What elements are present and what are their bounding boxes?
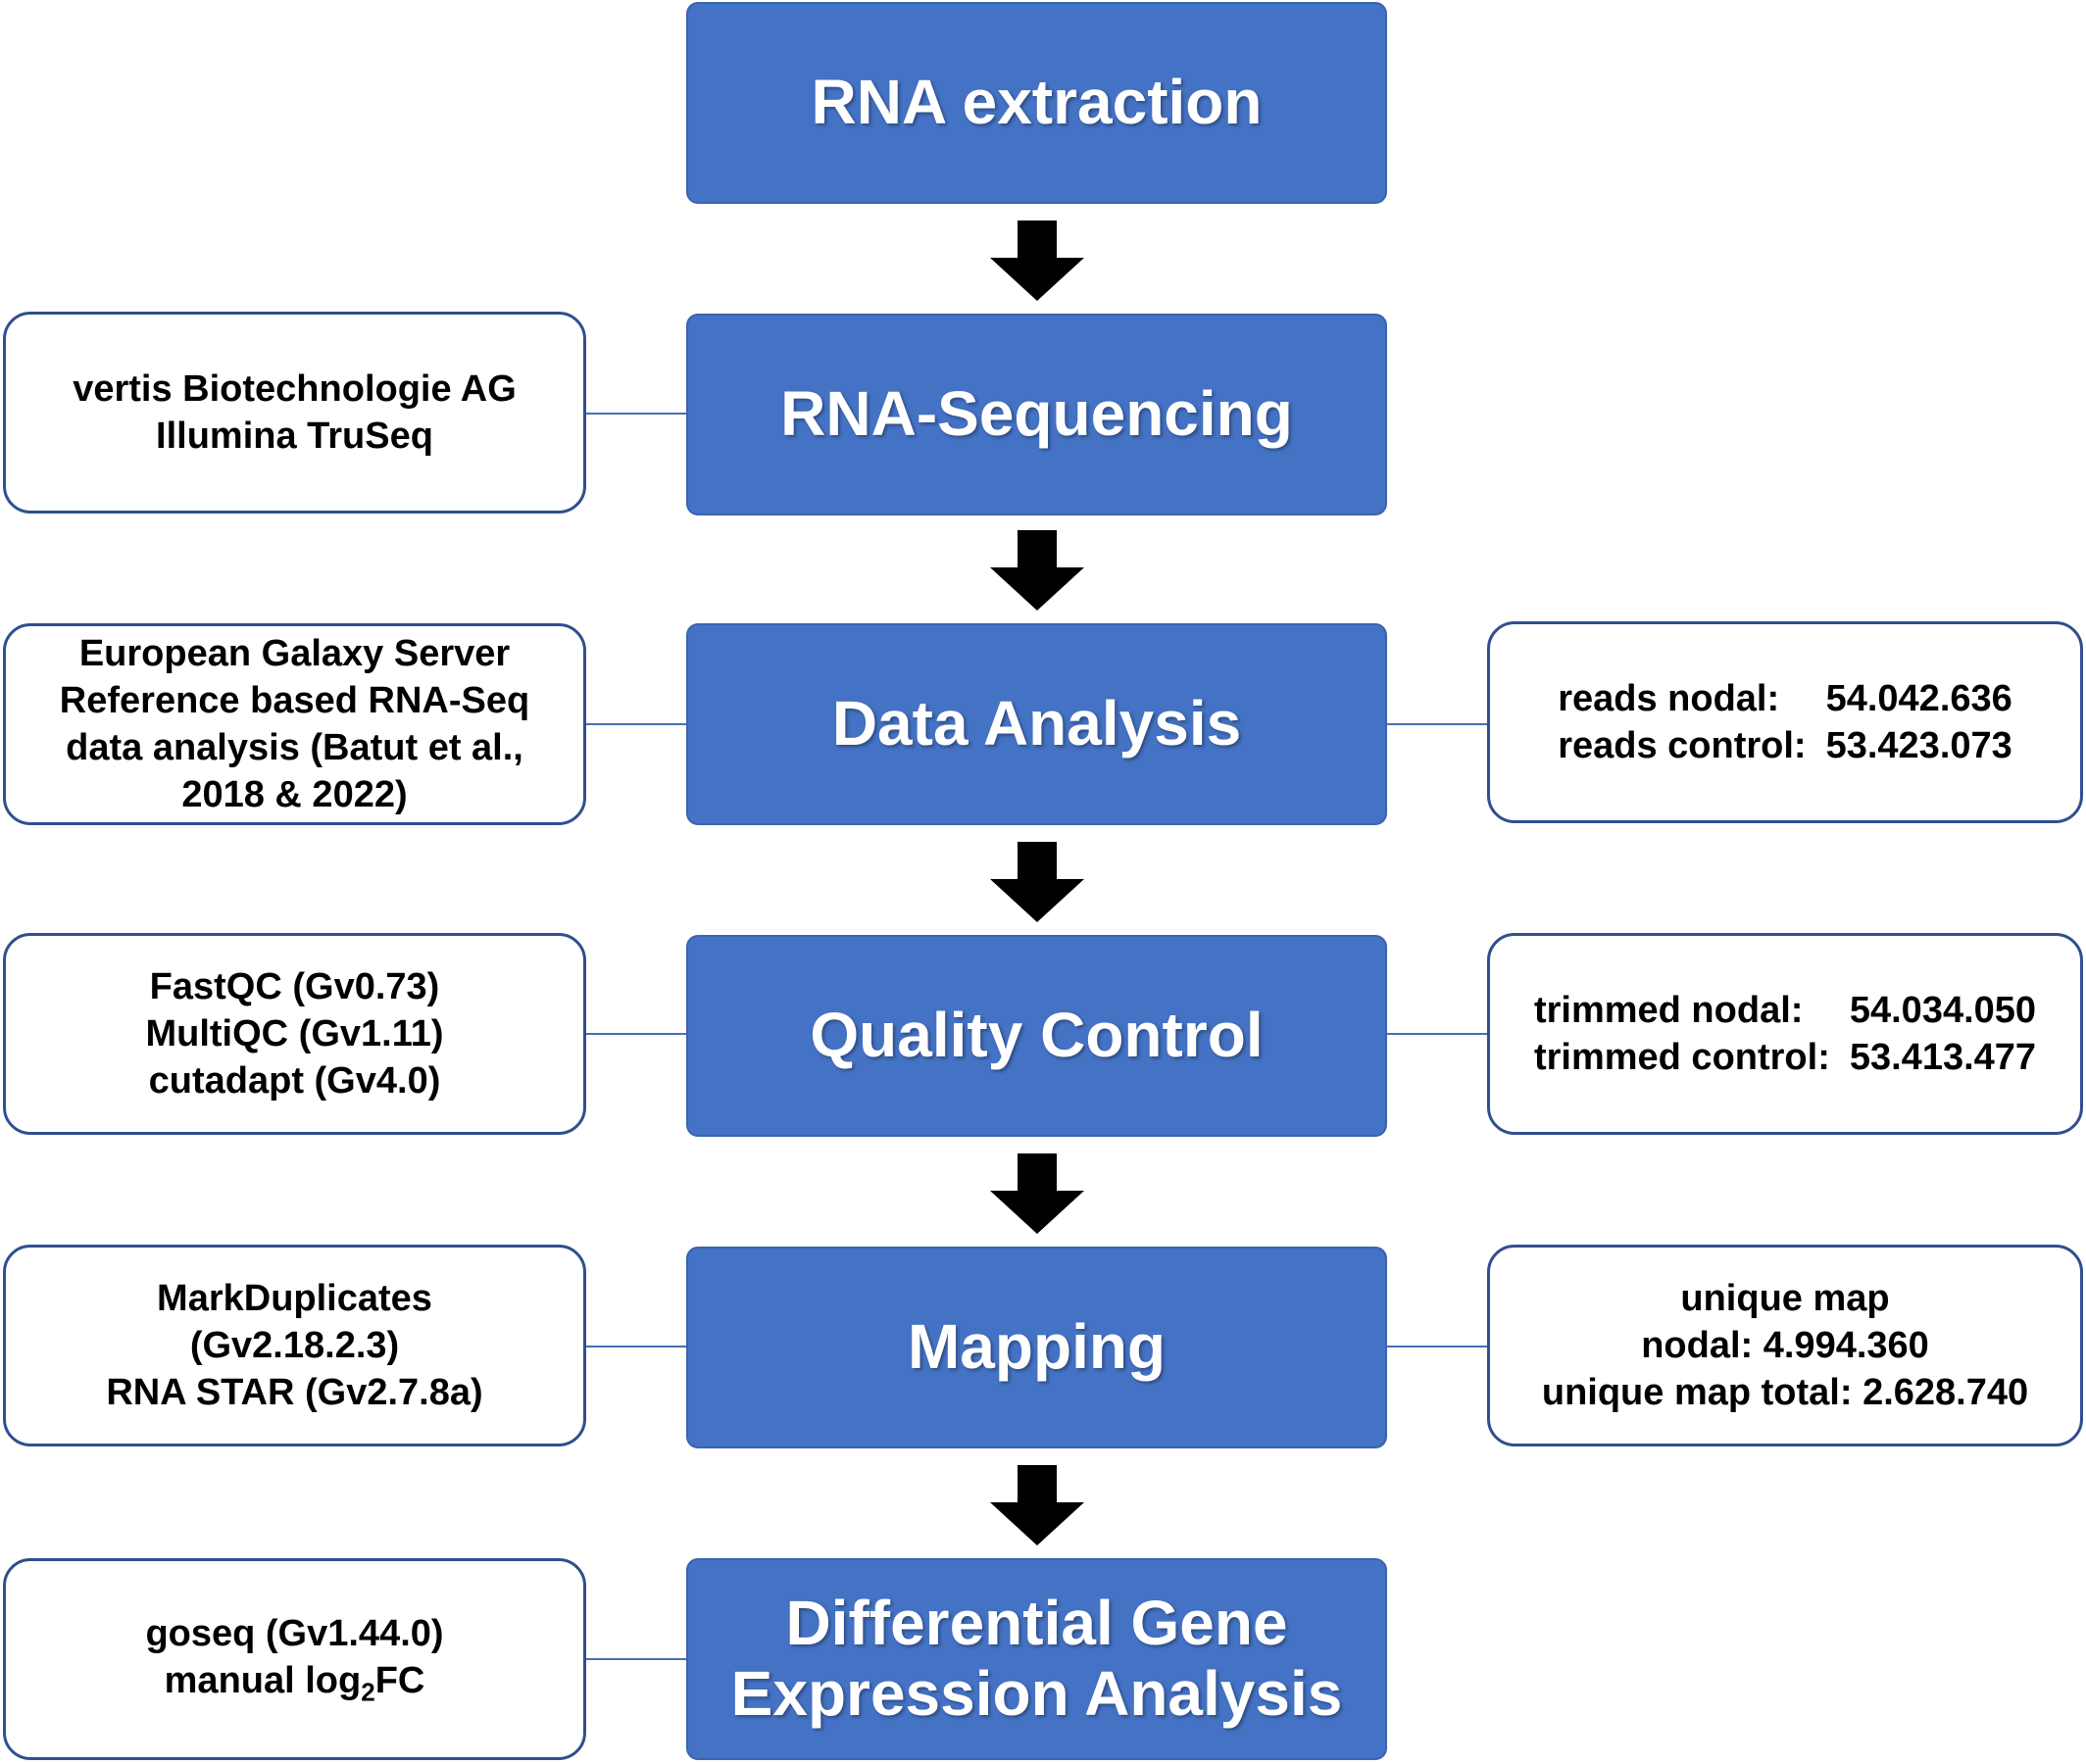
- note-mapping-counts: unique map nodal: 4.994.360 unique map t…: [1487, 1245, 2083, 1446]
- note-trimmed-counts: trimmed nodal: 54.034.050 trimmed contro…: [1487, 933, 2083, 1135]
- read-count-row: reads control: 53.423.073: [1558, 722, 2012, 769]
- note-line: RNA STAR (Gv2.7.8a): [106, 1372, 483, 1414]
- read-count-value: 54.042.636: [1825, 677, 2012, 719]
- read-count-row: reads nodal: 54.042.636: [1558, 675, 2012, 722]
- connector-line: [586, 1346, 686, 1348]
- note-line: FastQC (Gv0.73): [149, 965, 440, 1007]
- connector-line: [1387, 723, 1487, 725]
- note-line: data analysis (Batut et al.,: [66, 727, 523, 768]
- note-line: European Galaxy Server: [78, 632, 511, 674]
- arrow-down-icon: [990, 220, 1084, 301]
- note-line-log2fc: manual log2FC: [165, 1657, 425, 1709]
- note-sequencing-provider: vertis Biotechnologie AG Illumina TruSeq: [3, 312, 586, 514]
- note-line: goseq (Gv1.44.0): [145, 1612, 444, 1654]
- note-line: (Gv2.18.2.3): [189, 1324, 400, 1366]
- note-line: MarkDuplicates: [157, 1277, 432, 1319]
- note-line: Reference based RNA-Seq: [59, 679, 530, 721]
- note-read-counts: reads nodal: 54.042.636 reads control: 5…: [1487, 621, 2083, 823]
- connector-line: [1387, 1033, 1487, 1035]
- note-line: cutadapt (Gv4.0): [148, 1060, 441, 1102]
- connector-line: [586, 1658, 686, 1660]
- arrow-down-icon: [990, 1153, 1084, 1234]
- log2fc-subscript: 2: [361, 1677, 375, 1707]
- note-line: Illumina TruSeq: [156, 416, 433, 457]
- connector-line: [586, 1033, 686, 1035]
- trimmed-count-row: trimmed nodal: 54.034.050: [1534, 987, 2036, 1034]
- step-rna-sequencing: RNA-Sequencing: [686, 314, 1387, 515]
- read-counts-table: reads nodal: 54.042.636 reads control: 5…: [1558, 675, 2012, 770]
- note-line: 2018 & 2022): [181, 774, 408, 816]
- log2fc-suffix: FC: [374, 1659, 425, 1701]
- trimmed-counts-table: trimmed nodal: 54.034.050 trimmed contro…: [1534, 987, 2036, 1082]
- trimmed-count-label: trimmed nodal:: [1533, 989, 1804, 1031]
- note-dge-tools: goseq (Gv1.44.0) manual log2FC: [3, 1558, 586, 1760]
- read-count-label: reads nodal:: [1558, 677, 1780, 719]
- log2fc-prefix: manual log: [164, 1659, 362, 1701]
- arrow-down-icon: [990, 530, 1084, 611]
- note-analysis-platform: European Galaxy Server Reference based R…: [3, 623, 586, 825]
- step-data-analysis: Data Analysis: [686, 623, 1387, 825]
- arrow-down-icon: [990, 1465, 1084, 1545]
- note-line: unique map total: 2.628.740: [1541, 1372, 2029, 1414]
- trimmed-count-label: trimmed control:: [1533, 1037, 1830, 1078]
- step-rna-extraction: RNA extraction: [686, 2, 1387, 204]
- trimmed-count-row: trimmed control: 53.413.477: [1534, 1034, 2036, 1081]
- note-quality-tools: FastQC (Gv0.73) MultiQC (Gv1.11) cutadap…: [3, 933, 586, 1135]
- step-differential-gene-expression: Differential Gene Expression Analysis: [686, 1558, 1387, 1760]
- note-line: nodal: 4.994.360: [1641, 1324, 1929, 1366]
- connector-line: [1387, 1346, 1487, 1348]
- step-quality-control: Quality Control: [686, 935, 1387, 1137]
- read-count-value: 53.423.073: [1825, 725, 2012, 766]
- note-line: vertis Biotechnologie AG: [73, 368, 517, 410]
- connector-line: [586, 413, 686, 415]
- step-mapping: Mapping: [686, 1247, 1387, 1448]
- trimmed-count-value: 53.413.477: [1849, 1037, 2037, 1078]
- note-line: unique map: [1680, 1277, 1890, 1319]
- arrow-down-icon: [990, 842, 1084, 922]
- trimmed-count-value: 54.034.050: [1849, 989, 2037, 1031]
- connector-line: [586, 723, 686, 725]
- note-mapping-tools: MarkDuplicates (Gv2.18.2.3) RNA STAR (Gv…: [3, 1245, 586, 1446]
- read-count-label: reads control:: [1558, 725, 1807, 766]
- note-line: MultiQC (Gv1.11): [145, 1012, 444, 1054]
